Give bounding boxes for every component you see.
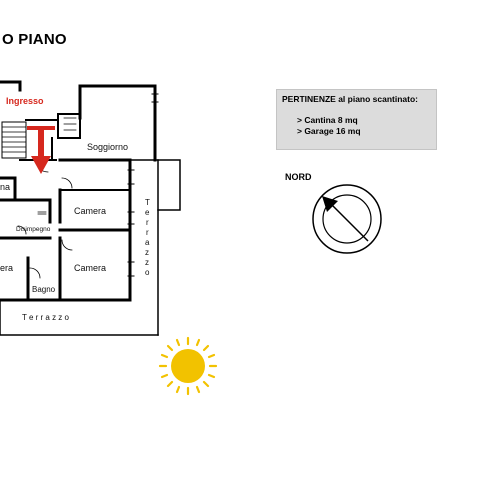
- room-disimpegno: Disimpegno: [16, 226, 51, 233]
- terrace-letter: o: [145, 268, 150, 277]
- terrace-bottom-label: T e r r a z z o: [22, 313, 70, 322]
- room-camera-bottom: Camera: [74, 263, 106, 273]
- entrance-label: Ingresso: [6, 96, 44, 106]
- room-cut-left-bottom: era: [0, 263, 13, 273]
- compass-label: NORD: [285, 172, 312, 182]
- room-soggiorno: Soggiorno: [87, 142, 128, 152]
- sun-icon: [158, 336, 218, 396]
- pertinenze-item-cantina: > Cantina 8 mq: [297, 115, 358, 125]
- pertinenze-title: PERTINENZE al piano scantinato:: [282, 94, 419, 104]
- entrance-arrow-icon: [27, 126, 55, 174]
- page-title: O PIANO: [2, 31, 67, 48]
- room-bagno: Bagno: [32, 285, 56, 294]
- terrace-letter: r: [146, 228, 149, 237]
- terrace-letter: a: [145, 238, 150, 247]
- terrace-letter: T: [145, 198, 150, 207]
- terrace-letter: e: [145, 208, 150, 217]
- terrace-letter: r: [146, 218, 149, 227]
- pertinenze-item-garage: > Garage 16 mq: [297, 126, 361, 136]
- pertinenze-box: PERTINENZE al piano scantinato: > Cantin…: [276, 89, 437, 150]
- north-compass-icon: [312, 184, 382, 254]
- terrace-letter: z: [145, 258, 149, 267]
- terrace-letter: z: [145, 248, 149, 257]
- room-cut-left-top: na: [0, 182, 10, 192]
- room-camera-top: Camera: [74, 206, 106, 216]
- terrace-side-label: T e r r a z z o: [145, 198, 150, 277]
